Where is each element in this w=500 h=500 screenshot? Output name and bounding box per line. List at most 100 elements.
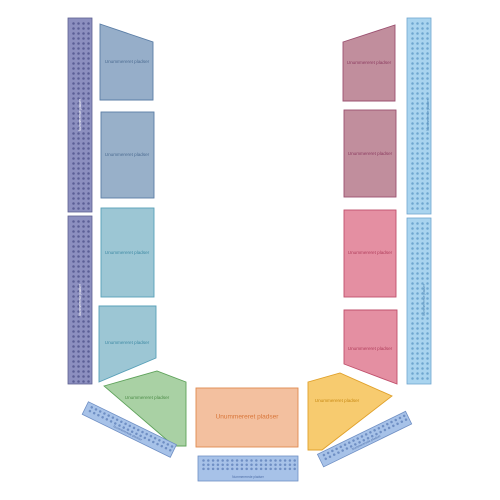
seat[interactable] [202,467,205,471]
seat[interactable] [411,22,414,25]
seat[interactable] [416,122,419,125]
seat[interactable] [416,282,419,285]
seat[interactable] [82,122,85,125]
seat[interactable] [352,439,355,442]
seat[interactable] [82,177,85,180]
seat[interactable] [87,127,90,130]
seat[interactable] [411,162,414,165]
seat[interactable] [77,47,80,50]
seat[interactable] [411,37,414,40]
seat[interactable] [231,467,234,471]
seat[interactable] [72,32,75,35]
seat[interactable] [82,375,85,378]
seat[interactable] [77,67,80,70]
seat[interactable] [411,72,414,75]
seat[interactable] [105,418,109,421]
seat[interactable] [426,227,429,230]
seat[interactable] [426,42,429,45]
seat[interactable] [82,370,85,373]
seat[interactable] [421,282,424,285]
seat[interactable] [421,342,424,345]
seat[interactable] [216,459,220,462]
seat[interactable] [421,52,424,55]
seat[interactable] [426,372,429,375]
seat[interactable] [82,167,85,170]
seat[interactable] [77,72,80,75]
seat[interactable] [416,87,419,90]
seat[interactable] [87,52,90,55]
seat[interactable] [77,97,80,100]
seat[interactable] [411,222,414,225]
seat[interactable] [416,162,419,165]
seat[interactable] [421,192,424,195]
seat[interactable] [269,463,272,466]
seat[interactable] [87,137,90,140]
seat[interactable] [168,448,172,452]
seat[interactable] [421,302,424,305]
seat[interactable] [411,267,414,270]
seat[interactable] [77,102,80,105]
seat[interactable] [77,285,80,288]
seat[interactable] [426,297,429,300]
seat[interactable] [259,467,263,471]
seat[interactable] [411,82,414,85]
seat[interactable] [411,92,414,95]
seat[interactable] [82,142,85,145]
seat[interactable] [381,424,385,428]
seat[interactable] [411,157,414,160]
seat[interactable] [87,305,90,308]
seat[interactable] [87,62,90,65]
seat[interactable] [426,317,429,320]
seat[interactable] [416,37,419,40]
seat[interactable] [386,422,389,426]
seat[interactable] [77,32,80,35]
seat[interactable] [72,142,75,145]
seat[interactable] [77,250,80,253]
seat[interactable] [82,295,85,298]
seat[interactable] [421,122,424,125]
seat[interactable] [345,447,349,450]
seat[interactable] [416,227,419,230]
seat[interactable] [421,132,424,135]
seat[interactable] [72,42,75,45]
seat[interactable] [375,432,378,436]
seat[interactable] [120,420,123,423]
seat[interactable] [114,422,117,425]
seat[interactable] [87,320,90,323]
seat[interactable] [348,441,351,444]
seat[interactable] [421,62,424,65]
seat-block-bottom-left[interactable]: Nummererede pladser [81,401,177,458]
seat[interactable] [87,255,90,258]
seat[interactable] [87,375,90,378]
seat[interactable] [87,32,90,35]
seat[interactable] [426,177,429,180]
seat[interactable] [87,250,90,253]
seat[interactable] [416,177,419,180]
seat[interactable] [416,262,419,265]
seat[interactable] [411,292,414,295]
seat[interactable] [426,62,429,65]
seat[interactable] [145,432,148,436]
seat[interactable] [416,322,419,325]
seat[interactable] [421,357,424,360]
seat[interactable] [426,257,429,260]
seat[interactable] [82,230,85,233]
seat[interactable] [82,380,85,383]
seat[interactable] [416,97,419,100]
seat[interactable] [240,459,244,462]
seat[interactable] [421,272,424,275]
seat[interactable] [411,97,414,100]
seat[interactable] [92,411,96,415]
seat[interactable] [358,441,361,444]
seat[interactable] [72,310,75,313]
seat[interactable] [416,132,419,135]
seat[interactable] [416,182,419,185]
seat[interactable] [82,280,85,283]
seat[interactable] [411,167,414,170]
seat[interactable] [416,157,419,160]
seat[interactable] [87,182,90,185]
seat[interactable] [72,57,75,60]
seat[interactable] [411,242,414,245]
seat[interactable] [82,345,85,348]
seat[interactable] [77,112,80,115]
